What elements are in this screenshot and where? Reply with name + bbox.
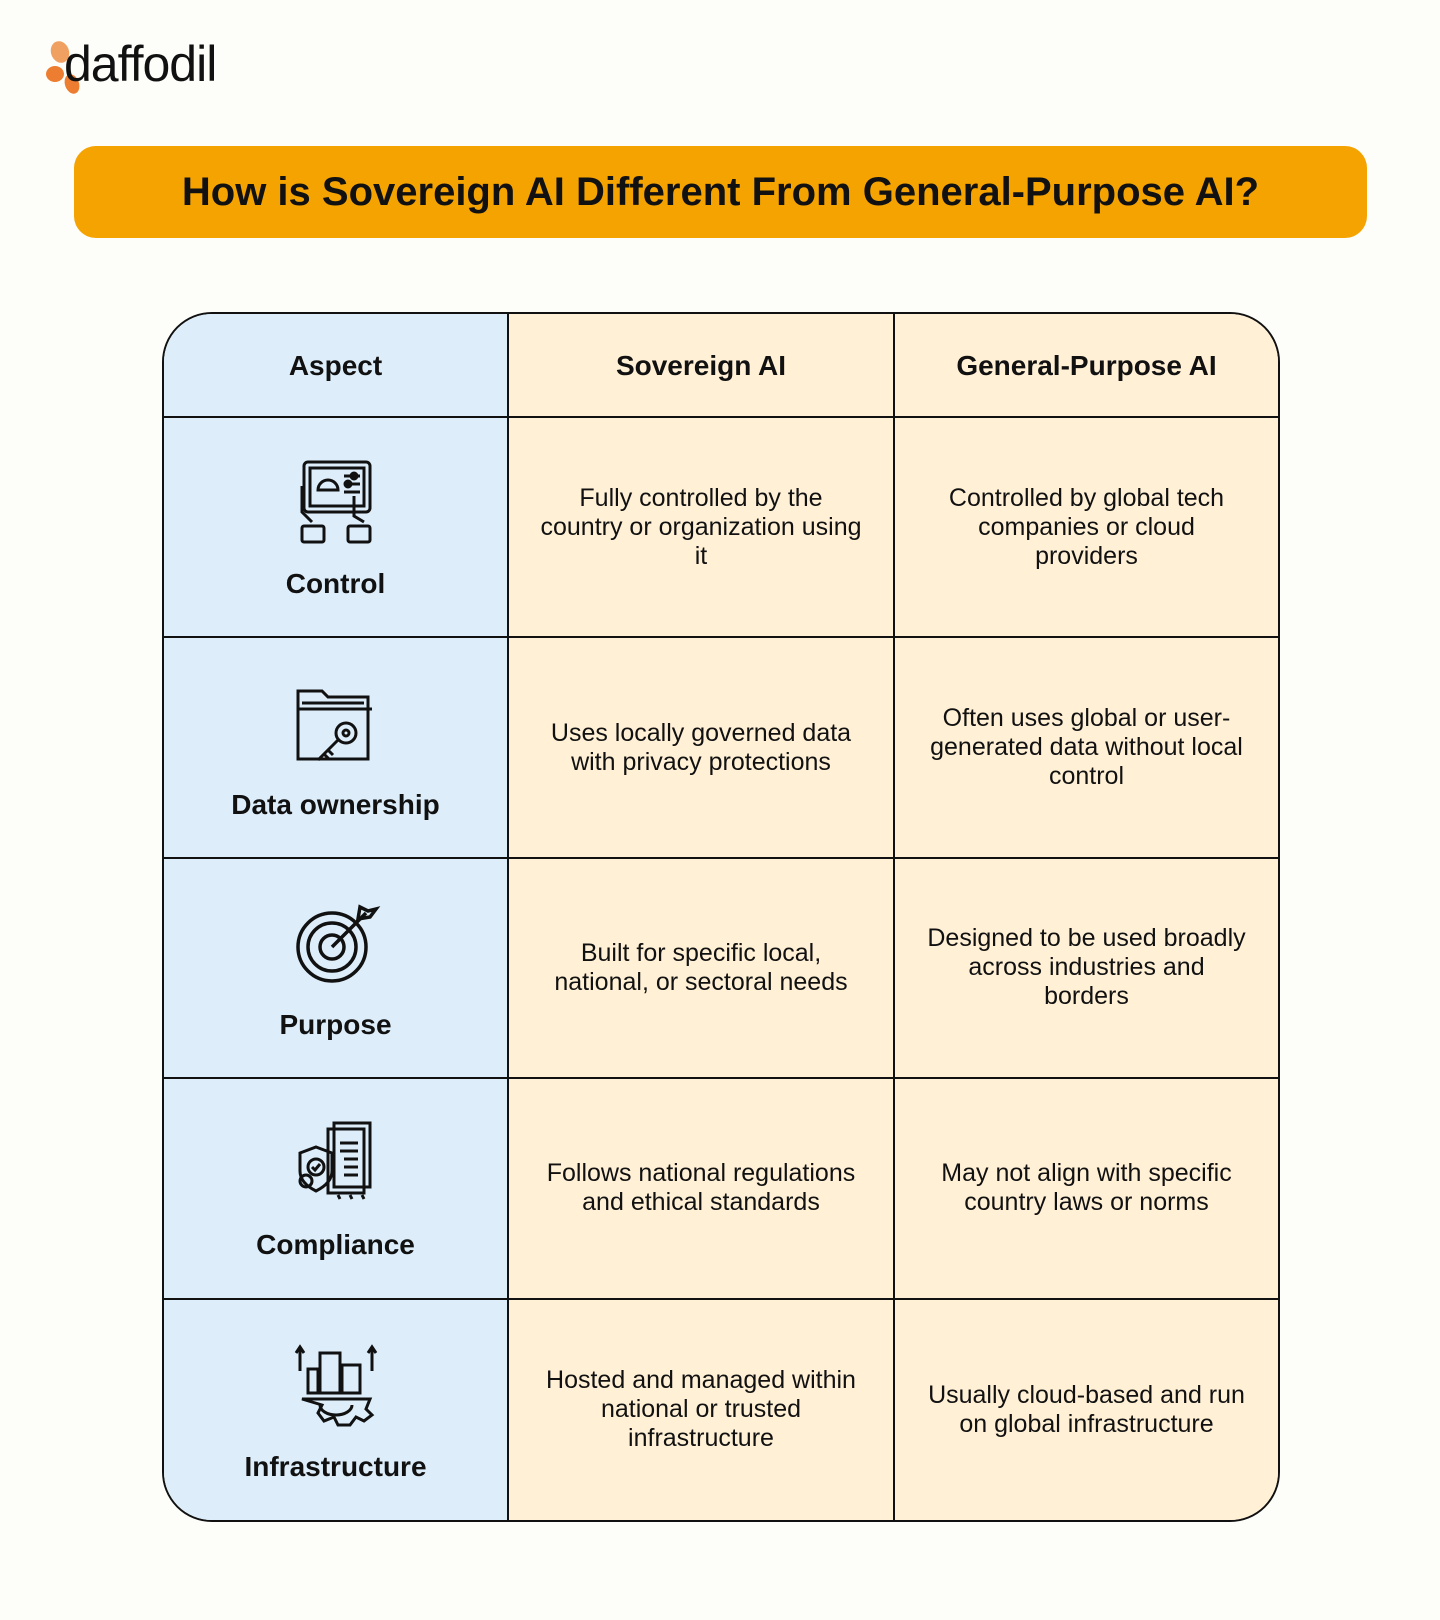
general-cell: Controlled by global tech companies or c… (895, 418, 1278, 639)
aspect-cell: Control (164, 418, 509, 639)
header-sovereign: Sovereign AI (509, 314, 895, 418)
aspect-cell: Infrastructure (164, 1299, 509, 1520)
general-cell: Often uses global or user-generated data… (895, 638, 1278, 859)
general-cell: Usually cloud-based and run on global in… (895, 1299, 1278, 1520)
general-cell: May not align with specific country laws… (895, 1079, 1278, 1300)
aspect-cell: Data ownership (164, 638, 509, 859)
header-general: General-Purpose AI (895, 314, 1278, 418)
compliance-document-icon (290, 1117, 382, 1216)
daffodil-logo: daffodil (46, 34, 217, 94)
folder-key-icon (290, 677, 382, 776)
aspect-label: Purpose (279, 1008, 392, 1040)
page-title: How is Sovereign AI Different From Gener… (74, 146, 1367, 238)
aspect-label: Data ownership (231, 788, 440, 820)
sovereign-cell: Hosted and managed within national or tr… (509, 1299, 895, 1520)
target-arrow-icon (290, 897, 382, 996)
logo-text: daffodil (64, 36, 217, 92)
aspect-cell: Compliance (164, 1079, 509, 1300)
aspect-label: Control (285, 568, 386, 600)
daffodil-flower-icon (46, 41, 80, 94)
general-cell: Designed to be used broadly across indus… (895, 858, 1278, 1080)
sovereign-cell: Fully controlled by the country or organ… (509, 418, 895, 639)
header-aspect: Aspect (164, 314, 509, 418)
sovereign-cell: Built for specific local, national, or s… (509, 858, 895, 1080)
aspect-label: Compliance (256, 1229, 415, 1261)
sovereign-cell: Uses locally governed data with privacy … (509, 638, 895, 859)
comparison-table: Aspect Sovereign AI General-Purpose AI C… (162, 312, 1280, 1522)
aspect-cell: Purpose (164, 858, 509, 1080)
sovereign-cell: Follows national regulations and ethical… (509, 1079, 895, 1300)
tablet-control-icon (290, 456, 382, 555)
aspect-label: Infrastructure (244, 1450, 427, 1482)
infrastructure-gear-icon (290, 1339, 382, 1438)
